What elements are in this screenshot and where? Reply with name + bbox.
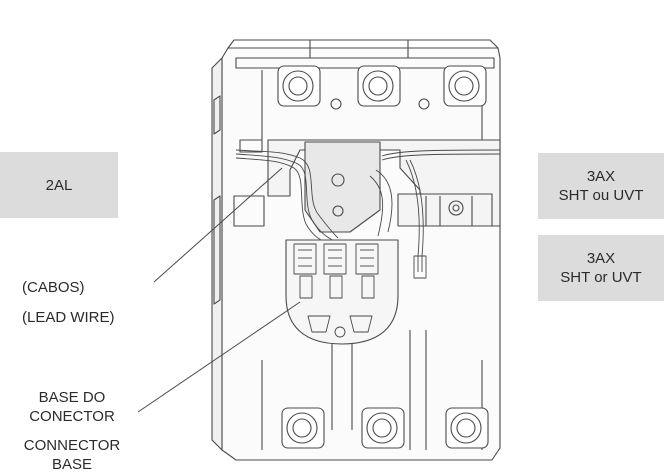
callout-3ax-en-line2: SHT or UVT — [560, 269, 642, 286]
callout-2al: 2AL — [0, 152, 118, 218]
callout-3ax-line2: SHT ou UVT — [558, 187, 644, 204]
callout-3ax-en-line1: 3AX — [586, 250, 616, 267]
connector-base-pt-line2: CONECTOR — [29, 408, 115, 425]
top-terminals — [277, 65, 487, 110]
lead-wire-label-pt: (CABOS) — [22, 279, 85, 296]
lead-wire-label-en: (LEAD WIRE) — [22, 309, 115, 326]
connector-base-label-pt: BASE DO CONECTOR — [14, 388, 130, 426]
connector-base-label-en: CONNECTOR BASE — [14, 436, 130, 474]
callout-2al-text: 2AL — [45, 176, 73, 194]
callout-3ax-line1: 3AX — [586, 168, 616, 185]
callout-3ax-sht-or-uvt: 3AX SHT or UVT — [538, 235, 664, 301]
connector-base-en-line2: BASE — [51, 456, 93, 473]
connector-base-leader — [137, 301, 301, 413]
callout-3ax-sht-ou-uvt: 3AX SHT ou UVT — [538, 153, 664, 219]
bottom-terminals — [281, 407, 489, 449]
connector-base-pt-line1: BASE DO — [38, 389, 106, 406]
lead-wire-leader — [153, 167, 283, 283]
connector-base-en-line1: CONNECTOR — [23, 437, 121, 454]
